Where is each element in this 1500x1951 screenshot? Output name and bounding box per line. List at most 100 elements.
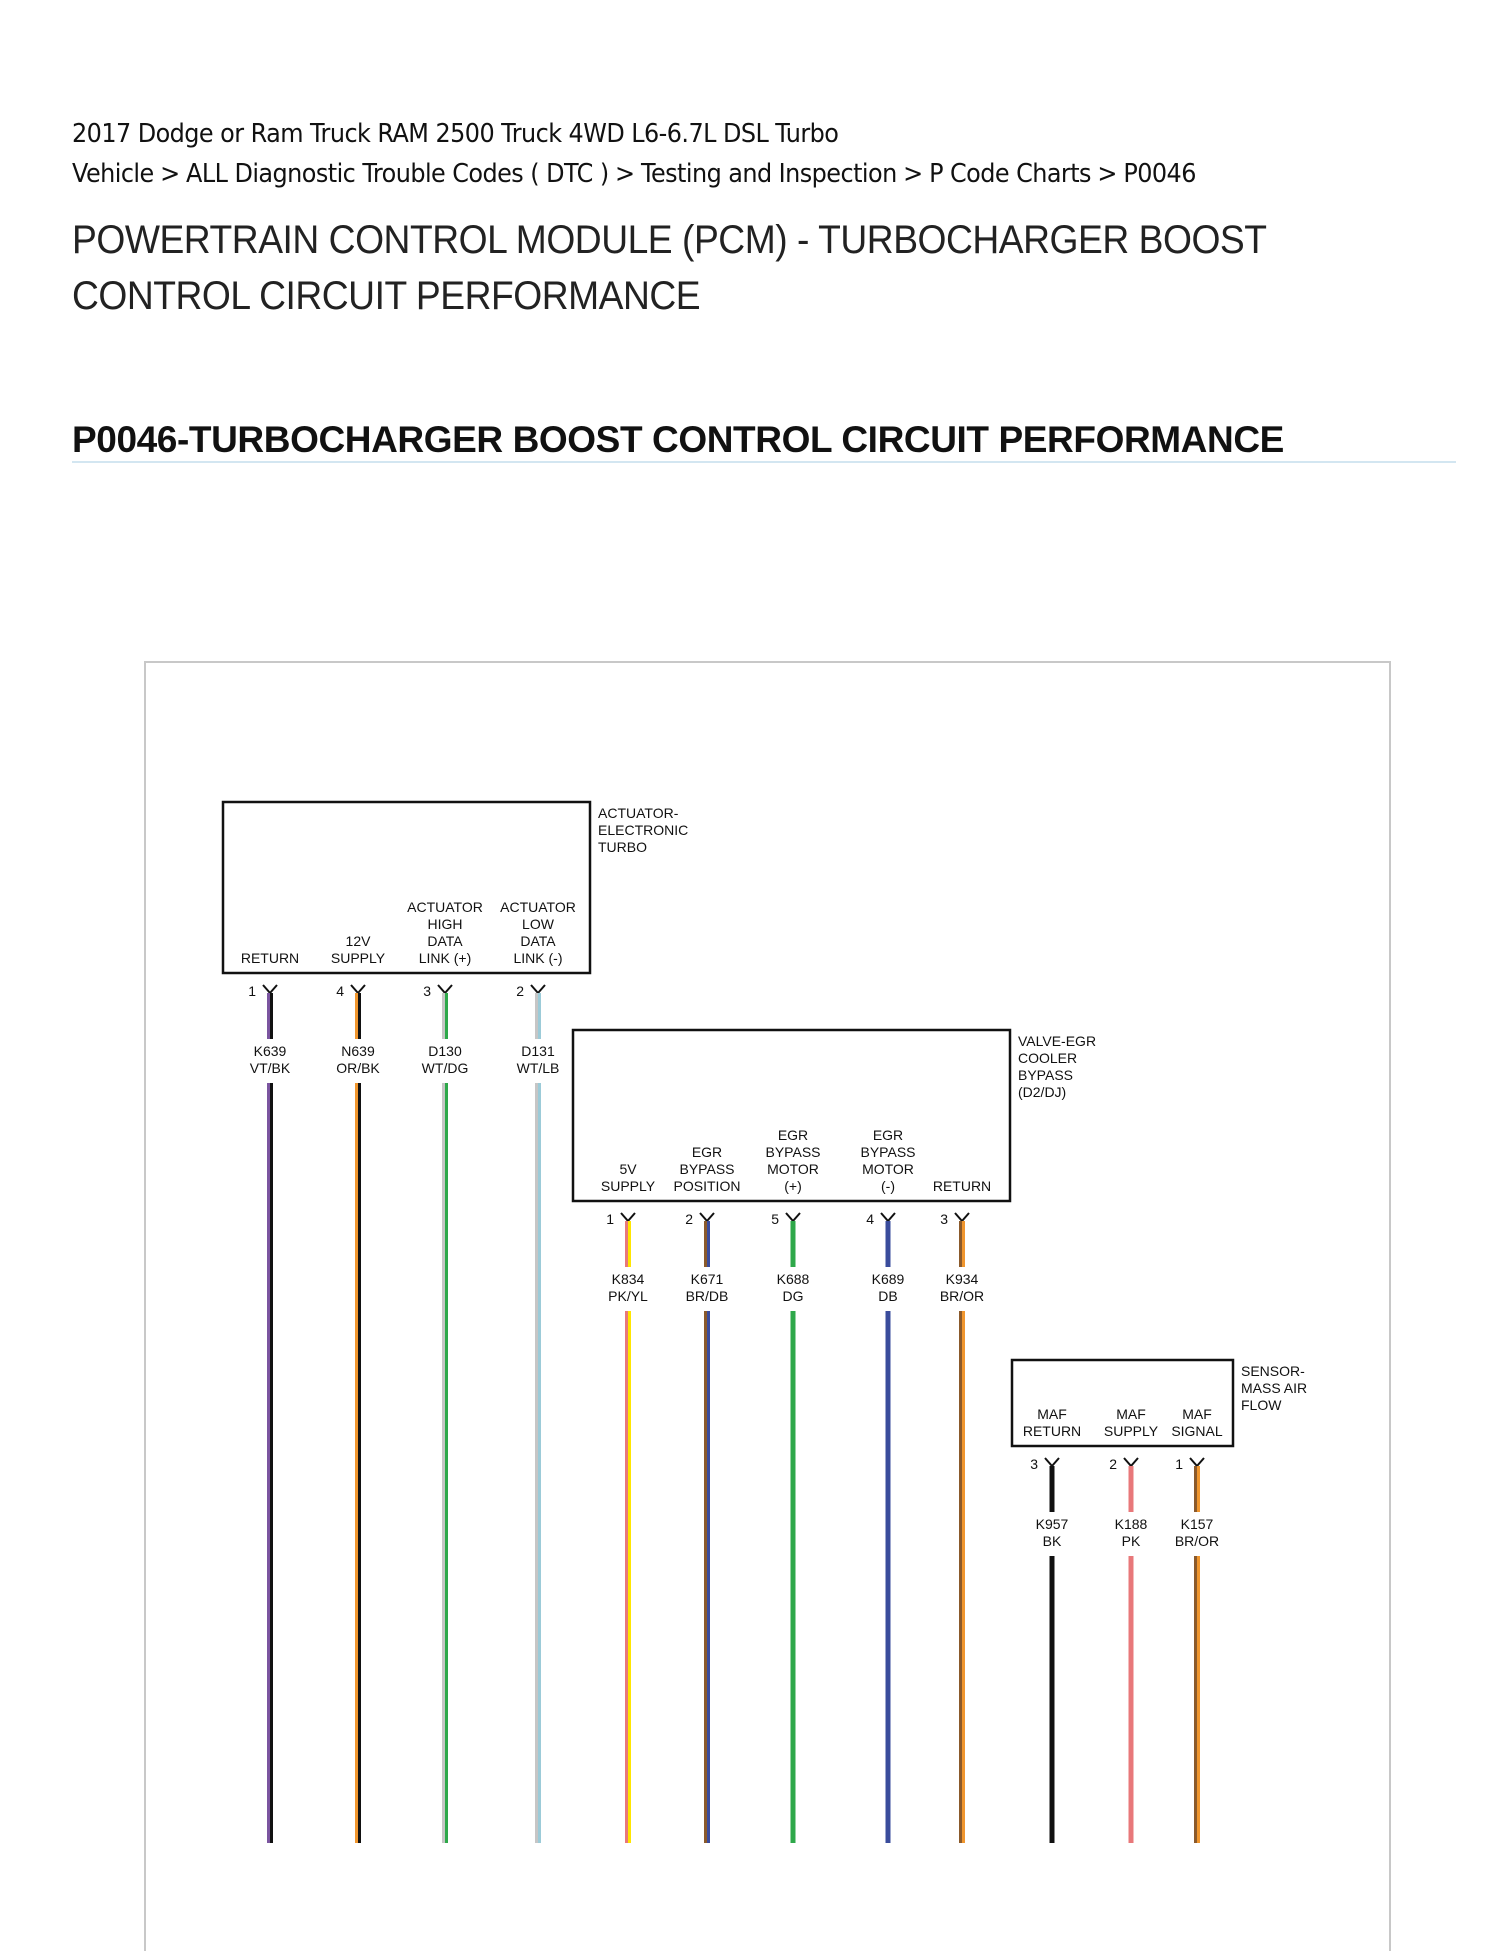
pin-function-label: ACTUATOR — [407, 899, 483, 915]
wire-segment — [790, 1311, 796, 1843]
pin-function-label: EGR — [692, 1144, 722, 1160]
wire-segment — [358, 993, 361, 1039]
wire-segment — [625, 1311, 628, 1843]
pin-function-label: SUPPLY — [601, 1178, 656, 1194]
pin-number: 3 — [1030, 1456, 1038, 1472]
pin-number: 1 — [606, 1211, 614, 1227]
breadcrumb-item-current: P0046 — [1123, 159, 1196, 189]
pin-function-label: MAF — [1182, 1406, 1212, 1422]
pin-function-label: LINK (-) — [514, 950, 563, 966]
component-box — [571, 1028, 1012, 1203]
circuit-id-label: K689 — [872, 1271, 905, 1287]
component-name-label: ACTUATOR- — [598, 805, 679, 821]
wire-segment — [538, 1083, 541, 1843]
connector-terminal-icon — [350, 984, 366, 995]
pin-function-label: RETURN — [933, 1178, 991, 1194]
connector-terminal-icon — [1189, 1457, 1205, 1468]
wire-color-label: OR/BK — [336, 1060, 380, 1076]
pin-function-label: BYPASS — [766, 1144, 821, 1160]
breadcrumb-separator: > — [1097, 159, 1117, 189]
page-subtitle: POWERTRAIN CONTROL MODULE (PCM) - TURBOC… — [72, 218, 1266, 318]
pin-number: 5 — [771, 1211, 779, 1227]
connector-terminal-icon — [785, 1212, 801, 1223]
pin-number: 2 — [685, 1211, 693, 1227]
wire-segment — [962, 1311, 965, 1843]
pin-function-label: LOW — [522, 916, 555, 932]
pin-function-label: MOTOR — [767, 1161, 819, 1177]
breadcrumb-separator: > — [615, 159, 635, 189]
wire-segment — [959, 1311, 962, 1843]
pin-function-label: MOTOR — [862, 1161, 914, 1177]
breadcrumb-item-vehicle[interactable]: Vehicle — [72, 159, 154, 189]
component-name-label: ELECTRONIC — [598, 822, 688, 838]
wire-segment — [962, 1221, 965, 1267]
pin-function-label: ACTUATOR — [500, 899, 576, 915]
pin-function-label: SUPPLY — [331, 950, 386, 966]
wire-color-label: DG — [783, 1288, 804, 1304]
wire-segment — [1049, 1556, 1055, 1843]
pin-function-label: SUPPLY — [1104, 1423, 1159, 1439]
pin-function-label: POSITION — [674, 1178, 741, 1194]
wire-segment — [442, 1083, 445, 1843]
component-valve-egr-cooler-bypass: VALVE-EGRCOOLERBYPASS(D2/DJ)5VSUPPLY1K83… — [571, 1028, 1096, 1843]
circuit-id-label: K671 — [691, 1271, 724, 1287]
circuit-id-label: K934 — [946, 1271, 979, 1287]
section-heading: P0046-TURBOCHARGER BOOST CONTROL CIRCUIT… — [72, 419, 1284, 460]
wiring-diagram-frame — [144, 661, 1391, 1951]
connector-terminal-icon — [262, 984, 278, 995]
heading-divider — [72, 461, 1456, 463]
breadcrumb-item-testing[interactable]: Testing and Inspection — [640, 159, 897, 189]
wire-segment — [442, 993, 445, 1039]
pin-number: 2 — [1109, 1456, 1117, 1472]
component-sensor-mass-air-flow: SENSOR-MASS AIRFLOWMAFRETURN3K957BKMAFSU… — [1010, 1358, 1307, 1843]
circuit-id-label: K834 — [612, 1271, 645, 1287]
connector-terminal-icon — [620, 1212, 636, 1223]
wire-segment — [270, 1083, 273, 1843]
wire-color-label: BR/OR — [1175, 1533, 1219, 1549]
pin-function-label: RETURN — [1023, 1423, 1081, 1439]
pin-function-label: BYPASS — [861, 1144, 916, 1160]
circuit-id-label: K957 — [1036, 1516, 1069, 1532]
wire-segment — [1197, 1556, 1200, 1843]
connector-terminal-icon — [530, 984, 546, 995]
pin-number: 3 — [423, 983, 431, 999]
breadcrumb-item-p-code-charts[interactable]: P Code Charts — [929, 159, 1091, 189]
wire-segment — [358, 1083, 361, 1843]
component-name-label: (D2/DJ) — [1018, 1084, 1066, 1100]
pin-number: 2 — [516, 983, 524, 999]
wire-segment — [267, 1083, 270, 1843]
wire-segment — [535, 993, 538, 1039]
component-name-label: BYPASS — [1018, 1067, 1073, 1083]
wire-segment — [270, 993, 273, 1039]
component-name-label: FLOW — [1241, 1397, 1282, 1413]
pin-function-label: SIGNAL — [1171, 1423, 1223, 1439]
wire-color-label: DB — [878, 1288, 897, 1304]
circuit-id-label: K157 — [1181, 1516, 1214, 1532]
wire-segment — [535, 1083, 538, 1843]
wire-segment — [707, 1311, 710, 1843]
circuit-id-label: K639 — [254, 1043, 287, 1059]
breadcrumb-separator: > — [903, 159, 923, 189]
circuit-id-label: D131 — [521, 1043, 555, 1059]
wire-segment — [1194, 1466, 1197, 1512]
wire-segment — [1194, 1556, 1197, 1843]
breadcrumb-separator: > — [160, 159, 180, 189]
connector-terminal-icon — [1044, 1457, 1060, 1468]
wire-color-label: BR/DB — [686, 1288, 729, 1304]
pin-function-label: EGR — [873, 1127, 903, 1143]
component-name-label: COOLER — [1018, 1050, 1077, 1066]
wire-segment — [1049, 1466, 1055, 1512]
wire-segment — [1197, 1466, 1200, 1512]
pin-function-label: 5V — [619, 1161, 637, 1177]
pin-number: 1 — [248, 983, 256, 999]
wire-segment — [704, 1311, 707, 1843]
wire-segment — [1128, 1556, 1134, 1843]
breadcrumb-item-dtc[interactable]: ALL Diagnostic Trouble Codes ( DTC ) — [186, 159, 609, 189]
